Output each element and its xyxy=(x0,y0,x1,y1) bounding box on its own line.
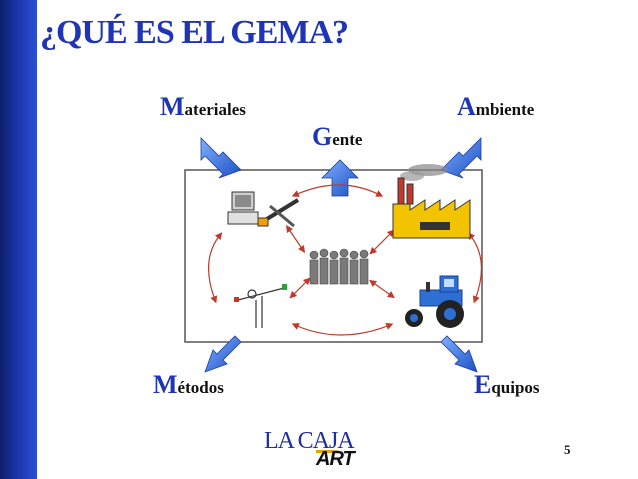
people-group-icon xyxy=(309,248,369,285)
arrow-metodos xyxy=(204,335,242,373)
label-ambiente-rest: mbiente xyxy=(475,100,535,119)
computer-tools-icon xyxy=(227,191,300,228)
arrow-materiales xyxy=(200,137,242,179)
person-measuring-icon xyxy=(234,284,287,328)
logo-accent-line xyxy=(316,450,338,453)
logo-bottom-text: ART xyxy=(316,448,355,470)
red-cycle-arrows xyxy=(207,184,483,336)
label-materiales: Materiales xyxy=(160,92,246,122)
label-equipos-initial: E xyxy=(474,370,492,399)
label-metodos-initial: M xyxy=(153,370,178,399)
label-metodos-rest: étodos xyxy=(177,378,224,397)
arrow-equipos xyxy=(440,335,478,373)
label-ambiente-initial: A xyxy=(457,92,476,121)
label-gente: Gente xyxy=(312,122,362,152)
label-materiales-rest: ateriales xyxy=(184,100,246,119)
label-equipos-rest: quipos xyxy=(491,378,540,397)
page-number: 5 xyxy=(564,442,571,457)
label-materiales-initial: M xyxy=(160,92,185,121)
label-metodos: Métodos xyxy=(153,370,224,400)
arrow-ambiente xyxy=(440,137,482,179)
label-gente-rest: ente xyxy=(332,130,363,149)
tractor-icon xyxy=(405,275,464,328)
label-equipos: Equipos xyxy=(474,370,540,400)
factory-icon xyxy=(392,164,471,239)
left-accent-bar xyxy=(0,0,37,479)
logo-top-text: LA CAJA xyxy=(264,428,355,454)
la-caja-art-logo: LA CAJA ART xyxy=(264,428,374,470)
label-ambiente: Ambiente xyxy=(457,92,534,122)
slide-title: ¿QUÉ ES EL GEMA? xyxy=(40,14,349,51)
label-gente-initial: G xyxy=(312,122,333,151)
